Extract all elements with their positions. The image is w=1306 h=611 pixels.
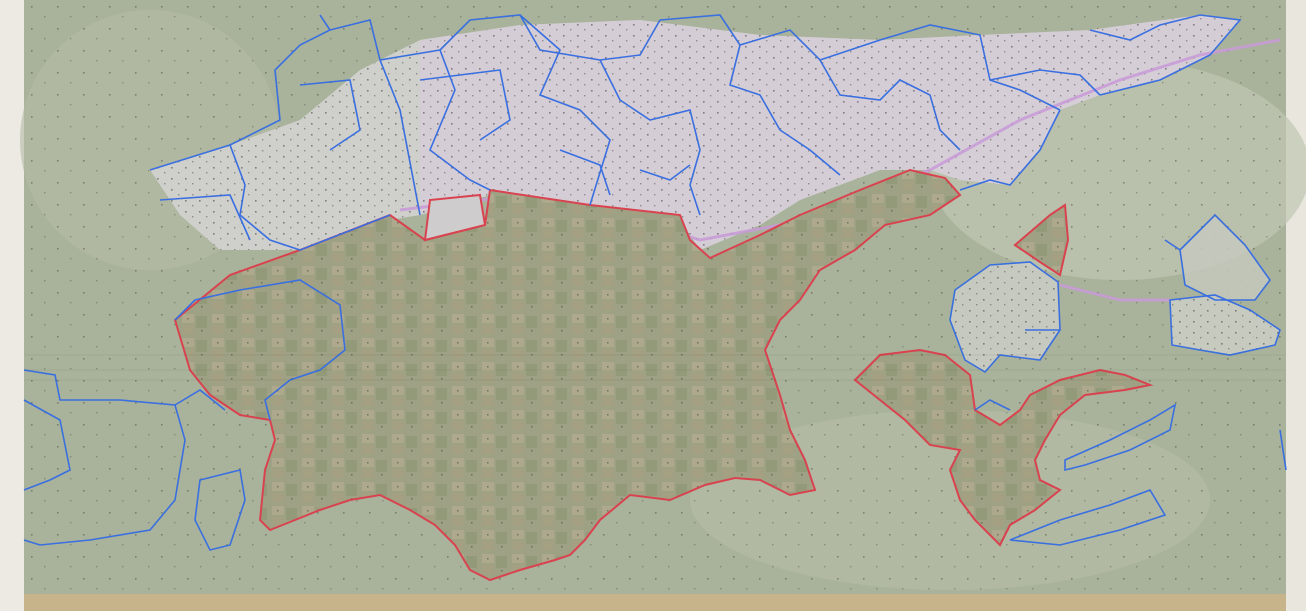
study-area-main [173, 168, 962, 582]
study-area[interactable] [173, 168, 1154, 582]
study-area-north-triangle [1013, 203, 1070, 277]
study-area-notch [423, 193, 487, 242]
scan-texture [24, 354, 1286, 381]
cadastral-parcels[interactable] [23, 14, 1287, 551]
study-area-east [853, 348, 1154, 547]
